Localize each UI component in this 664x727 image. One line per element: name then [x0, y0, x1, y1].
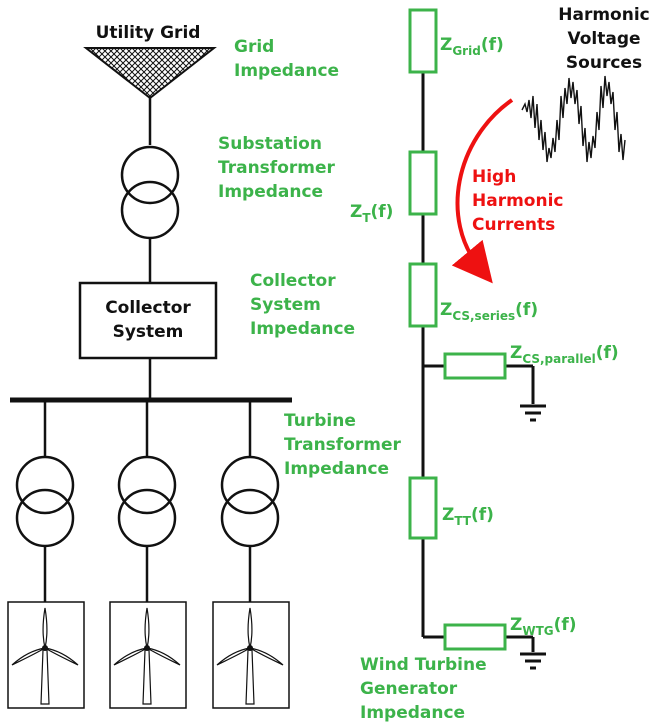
utility-grid-title: Utility Grid: [96, 23, 201, 43]
label-collector-2: System: [250, 295, 321, 315]
collector-box-line-2: System: [113, 322, 184, 342]
label-collector-3: Impedance: [250, 319, 355, 339]
label-wtg-3: Impedance: [360, 703, 465, 723]
current-label-1: High: [472, 167, 516, 187]
harmonic-source-line-2: Voltage: [567, 29, 640, 49]
current-label-2: Harmonic: [472, 191, 563, 211]
label-wtg-1: Wind Turbine: [360, 655, 487, 675]
z-wtg-resistor: [443, 623, 507, 651]
label-substation-1: Substation: [218, 134, 322, 154]
label-turbine-tx-3: Impedance: [284, 459, 389, 479]
turbine-branch-1: [7, 400, 85, 709]
z-tt-label: ZTT(f): [442, 505, 494, 528]
label-wtg-2: Generator: [360, 679, 458, 699]
z-grid-resistor: [408, 8, 438, 74]
z-t-resistor: [408, 150, 438, 216]
z-cs-parallel-resistor: [443, 352, 507, 380]
label-collector-1: Collector: [250, 271, 336, 291]
z-cs-series-resistor: [408, 262, 438, 328]
harmonic-source-line-1: Harmonic: [558, 5, 649, 25]
current-label-3: Currents: [472, 215, 555, 235]
z-wtg-label: ZWTG(f): [510, 615, 577, 638]
z-t-label: ZT(f): [350, 202, 393, 225]
wind-turbine-icon: [11, 607, 79, 705]
harmonic-waveform-icon: [521, 75, 626, 163]
z-tt-resistor: [408, 476, 438, 540]
turbine-branch-2: [109, 400, 187, 709]
utility-grid-symbol: [83, 47, 217, 100]
label-substation-2: Transformer: [218, 158, 336, 178]
turbine-branch-3: [212, 400, 290, 709]
z-cs-series-label: ZCS,series(f): [440, 300, 538, 323]
collector-box-line-1: Collector: [105, 298, 191, 318]
substation-transformer-symbol: [120, 145, 180, 240]
harmonic-current-arrow: [451, 98, 514, 284]
ground-icon: [520, 637, 546, 670]
z-grid-label: ZGrid(f): [440, 35, 504, 58]
label-grid-2: Impedance: [234, 61, 339, 81]
wind-turbine-icon: [113, 607, 181, 705]
label-turbine-tx-2: Transformer: [284, 435, 402, 455]
label-substation-3: Impedance: [218, 182, 323, 202]
z-cs-parallel-label: ZCS,parallel(f): [510, 343, 619, 366]
harmonic-source-line-3: Sources: [566, 53, 642, 73]
label-turbine-tx-1: Turbine: [284, 411, 356, 431]
wind-turbine-icon: [216, 607, 284, 705]
label-grid-1: Grid: [234, 37, 274, 57]
collector-system-box: [78, 281, 218, 360]
ground-icon: [520, 366, 546, 422]
